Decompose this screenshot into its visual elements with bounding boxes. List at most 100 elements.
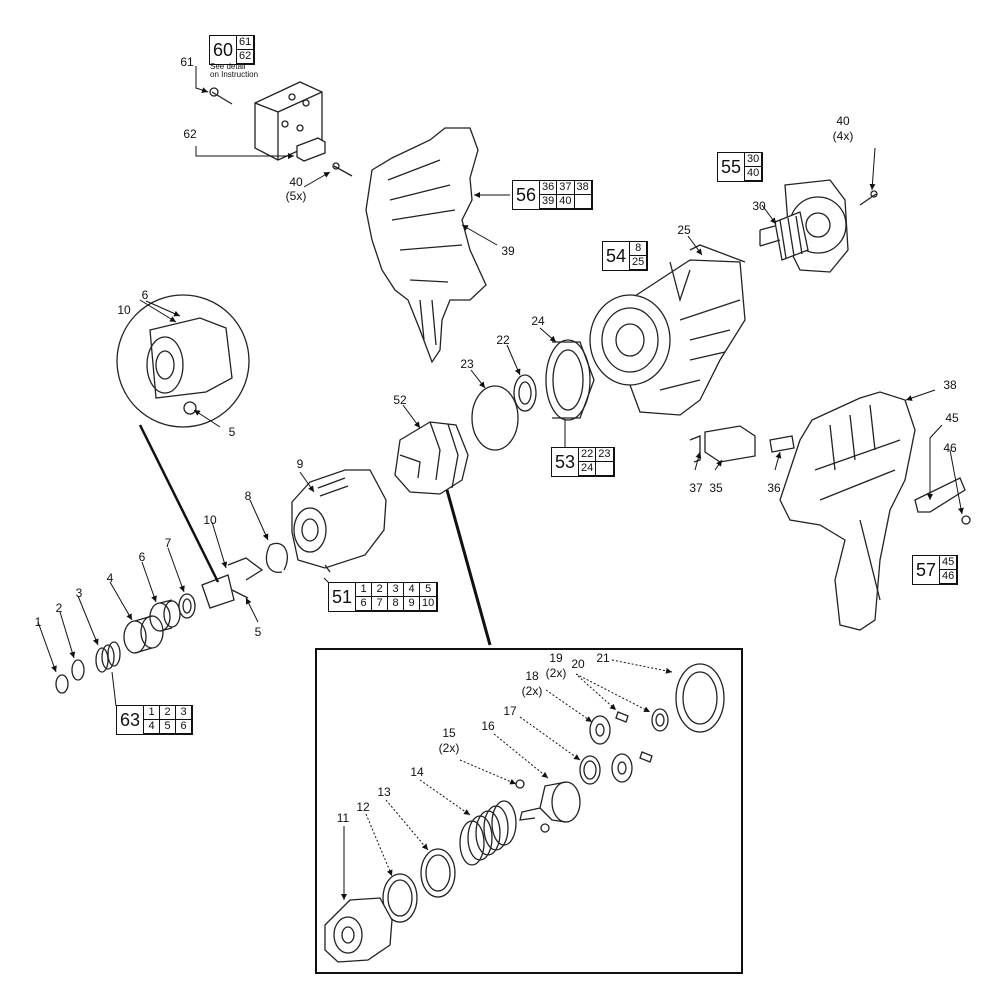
group-box-54: 54 8 25 xyxy=(602,241,649,271)
group-cell: 24 xyxy=(579,462,597,476)
callout-14: 14 xyxy=(410,765,424,779)
group-number: 53 xyxy=(552,448,580,476)
group-cell: 39 xyxy=(540,195,558,209)
part-washer-7 xyxy=(178,593,196,619)
part-screw-61 xyxy=(209,87,233,105)
callout-16: 16 xyxy=(481,719,495,733)
group-cell: 10 xyxy=(420,597,438,611)
part-front-housing-9 xyxy=(291,469,387,573)
group-number: 60 xyxy=(210,36,238,64)
group-number: 63 xyxy=(117,706,145,734)
part-ring-gear-21 xyxy=(675,663,725,733)
group-cell: 45 xyxy=(940,556,958,570)
part-screw-40-right xyxy=(859,190,878,206)
group-cell: 38 xyxy=(574,181,592,195)
part-bearing-12 xyxy=(382,873,418,923)
group-cell: 25 xyxy=(630,256,648,270)
part-latch-45 xyxy=(914,477,966,513)
callout-35: 35 xyxy=(709,481,723,495)
callout-21: 21 xyxy=(596,651,610,665)
group-cell: 30 xyxy=(745,153,763,167)
group-cell: 4 xyxy=(404,583,421,597)
part-o-ring-23 xyxy=(471,385,519,451)
group-cell: 5 xyxy=(160,720,177,734)
callout-52: 52 xyxy=(393,393,407,407)
callout-4: 4 xyxy=(107,571,114,585)
group-box-51: 51 1 2 3 4 5 6 7 8 9 10 xyxy=(328,582,439,612)
part-washer-17 xyxy=(579,755,601,785)
part-bearing-20 xyxy=(651,708,669,732)
callout-37: 37 xyxy=(689,481,703,495)
part-ring-gear-24 xyxy=(545,339,595,421)
group-cell: 1 xyxy=(144,706,161,720)
group-cell: 6 xyxy=(176,720,193,734)
callout-15-qty: (2x) xyxy=(439,741,460,755)
callout-9: 9 xyxy=(297,457,304,471)
group-cell: 9 xyxy=(404,597,421,611)
callout-8: 8 xyxy=(245,489,252,503)
group-cell: 8 xyxy=(630,242,648,256)
callout-39: 39 xyxy=(501,244,515,258)
group-cell: 23 xyxy=(596,448,614,462)
group-cell xyxy=(574,195,592,209)
part-collar-4 xyxy=(123,615,164,654)
group-box-57: 57 45 46 xyxy=(912,555,959,585)
group-box-63: 63 1 2 3 4 5 6 xyxy=(116,705,194,735)
part-washer-2 xyxy=(71,659,85,681)
callout-40-left: 40 xyxy=(289,175,303,189)
callout-45: 45 xyxy=(945,411,959,425)
callout-5-detail: 5 xyxy=(229,425,236,439)
callout-11: 11 xyxy=(337,811,350,825)
part-armature-30 xyxy=(759,211,809,261)
callout-22: 22 xyxy=(496,333,510,347)
group-number: 56 xyxy=(513,181,541,209)
part-washer-13 xyxy=(420,848,456,898)
group-cell: 37 xyxy=(557,181,575,195)
part-switch-35 xyxy=(704,425,756,463)
part-housing-half-39 xyxy=(365,127,487,364)
part-motor-assembly-25 xyxy=(589,244,746,416)
group-number: 54 xyxy=(603,242,631,270)
group-cell: 6 xyxy=(356,597,373,611)
group-number: 57 xyxy=(913,556,941,584)
group-cell: 5 xyxy=(420,583,438,597)
group-box-55: 55 30 40 xyxy=(717,152,764,182)
group-cell: 36 xyxy=(540,181,558,195)
callout-38: 38 xyxy=(943,378,957,392)
group-cell: 2 xyxy=(160,706,177,720)
group-box-60: 60 61 62 xyxy=(209,35,256,65)
detail-inset-frame xyxy=(315,648,743,974)
group-cell: 40 xyxy=(745,167,763,181)
instruction-note: See detail on Instruction xyxy=(210,63,258,79)
callout-6-detail: 6 xyxy=(142,288,149,302)
part-screw-46 xyxy=(961,515,971,525)
part-planet-gear-18 xyxy=(589,715,633,783)
callout-61: 61 xyxy=(180,55,194,69)
callout-30: 30 xyxy=(752,199,766,213)
callout-24: 24 xyxy=(531,314,545,328)
callout-6: 6 xyxy=(139,550,146,564)
part-pin-19 xyxy=(615,711,653,763)
group-cell: 40 xyxy=(557,195,575,209)
callout-20: 20 xyxy=(571,657,585,671)
group-cell: 1 xyxy=(356,583,373,597)
callout-40-right: 40 xyxy=(836,114,850,128)
callout-13: 13 xyxy=(377,785,391,799)
part-anvil-10 xyxy=(201,557,264,609)
part-handle-housing-38 xyxy=(779,391,916,631)
callout-10-detail: 10 xyxy=(117,303,131,317)
detail-magnifier xyxy=(116,294,250,428)
callout-17: 17 xyxy=(503,704,517,718)
callout-46: 46 xyxy=(943,441,957,455)
callout-19: 19 xyxy=(549,651,563,665)
part-spring-3 xyxy=(95,641,121,673)
callout-5: 5 xyxy=(255,625,262,639)
part-hammer-11 xyxy=(324,897,393,963)
group-box-56: 56 36 37 38 39 40 xyxy=(512,180,593,210)
part-spring-14 xyxy=(459,800,517,866)
note-line: on Instruction xyxy=(210,70,259,79)
group-cell: 22 xyxy=(579,448,597,462)
part-sleeve-6 xyxy=(149,599,181,632)
callout-18: 18 xyxy=(525,669,539,683)
